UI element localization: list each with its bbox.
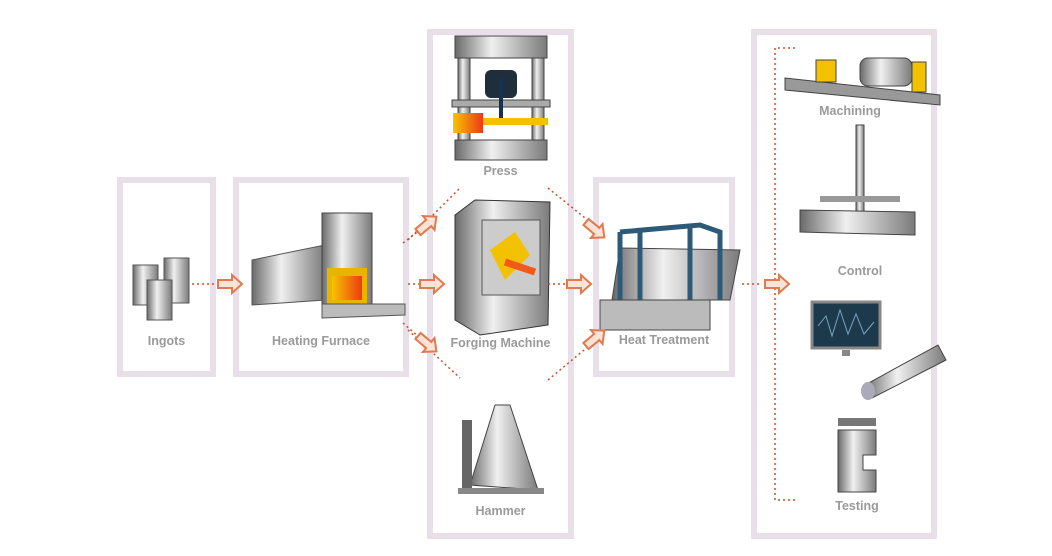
ingots-icon [132,257,190,321]
control-icon [799,124,916,236]
ingots-box [117,177,216,377]
machining-icon [784,57,941,106]
label-press: Press [483,164,518,178]
forging-machine-icon [454,199,551,336]
label-heat-treatment: Heat Treatment [618,333,710,347]
testing-icon [837,418,877,493]
hammer-icon [458,404,544,494]
ultrasonic-testing-icon [810,300,947,400]
label-control: Control [837,264,883,278]
label-forging-machine: Forging Machine [450,336,551,350]
label-ingots: Ingots [147,334,186,348]
label-hammer: Hammer [475,504,526,518]
heating-furnace-icon [251,212,406,319]
label-machining: Machining [819,104,881,118]
dotted-connectors [192,47,795,501]
heating-furnace-box [233,177,409,377]
heat-treatment-icon [599,222,741,331]
label-heating-furnace: Heating Furnace [272,334,370,348]
label-testing: Testing [835,499,879,513]
press-icon [451,35,551,161]
